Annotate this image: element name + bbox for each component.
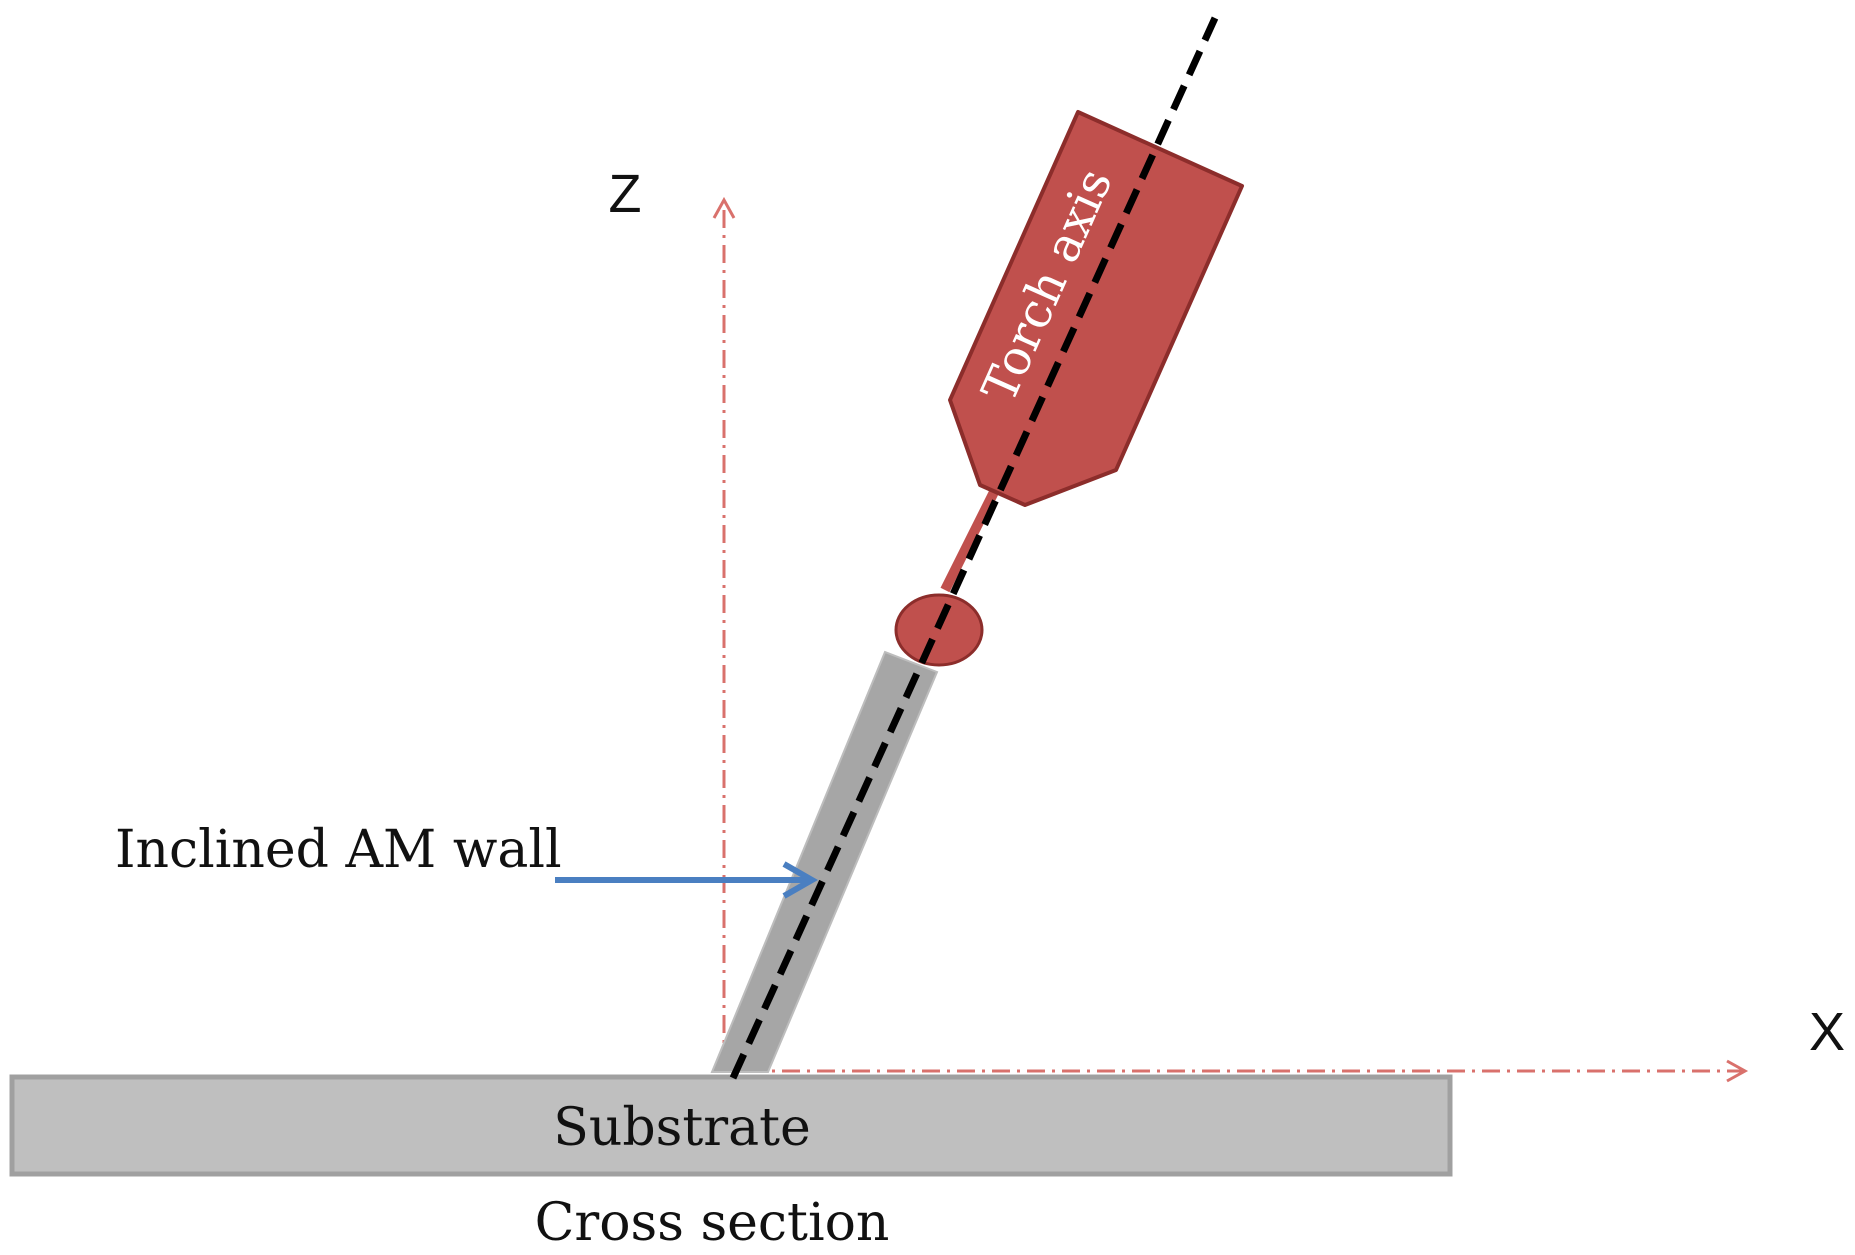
melt-pool: [894, 593, 984, 667]
torch-axis-dashed-line: [729, 16, 1219, 1080]
cross-section-caption: Cross section: [535, 1193, 890, 1253]
substrate-block: [9, 1074, 1453, 1177]
z-axis-label: Z: [609, 164, 642, 224]
x-axis-label: X: [1809, 1002, 1845, 1062]
torch-body: [948, 110, 1244, 507]
substrate-label: Substrate: [553, 1098, 811, 1158]
inclined-am-wall: [710, 650, 939, 1073]
wall-label: Inclined AM wall: [115, 820, 562, 880]
